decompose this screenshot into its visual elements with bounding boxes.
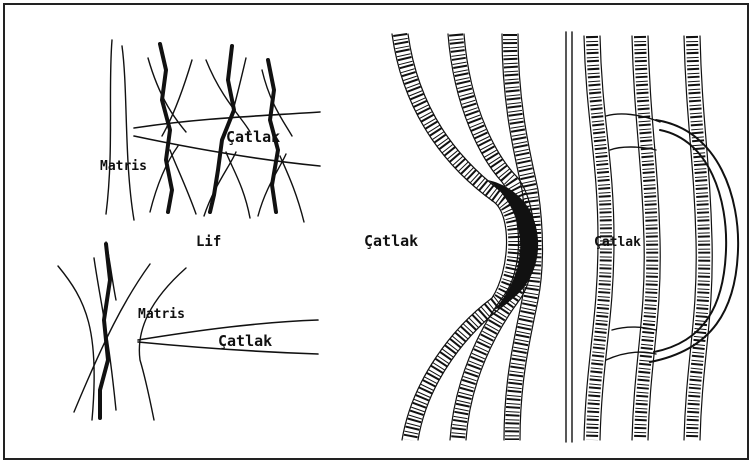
crack-label-d: Çatlak — [594, 235, 641, 250]
panel-a: Çatlak Matris Lif — [100, 40, 320, 250]
fiber-label: Lif — [196, 234, 221, 250]
crack-label-a: Çatlak — [226, 128, 280, 146]
fiber-line — [100, 244, 110, 418]
matrix-label-a: Matris — [100, 159, 147, 174]
crack-label-c: Çatlak — [364, 232, 418, 250]
panel-c: Çatlak — [364, 34, 543, 440]
panel-d: Çatlak — [566, 32, 738, 442]
crack-label-b: Çatlak — [218, 332, 272, 350]
panel-b: Matris Çatlak — [58, 242, 318, 420]
matrix-label-b: Matris — [138, 307, 185, 322]
